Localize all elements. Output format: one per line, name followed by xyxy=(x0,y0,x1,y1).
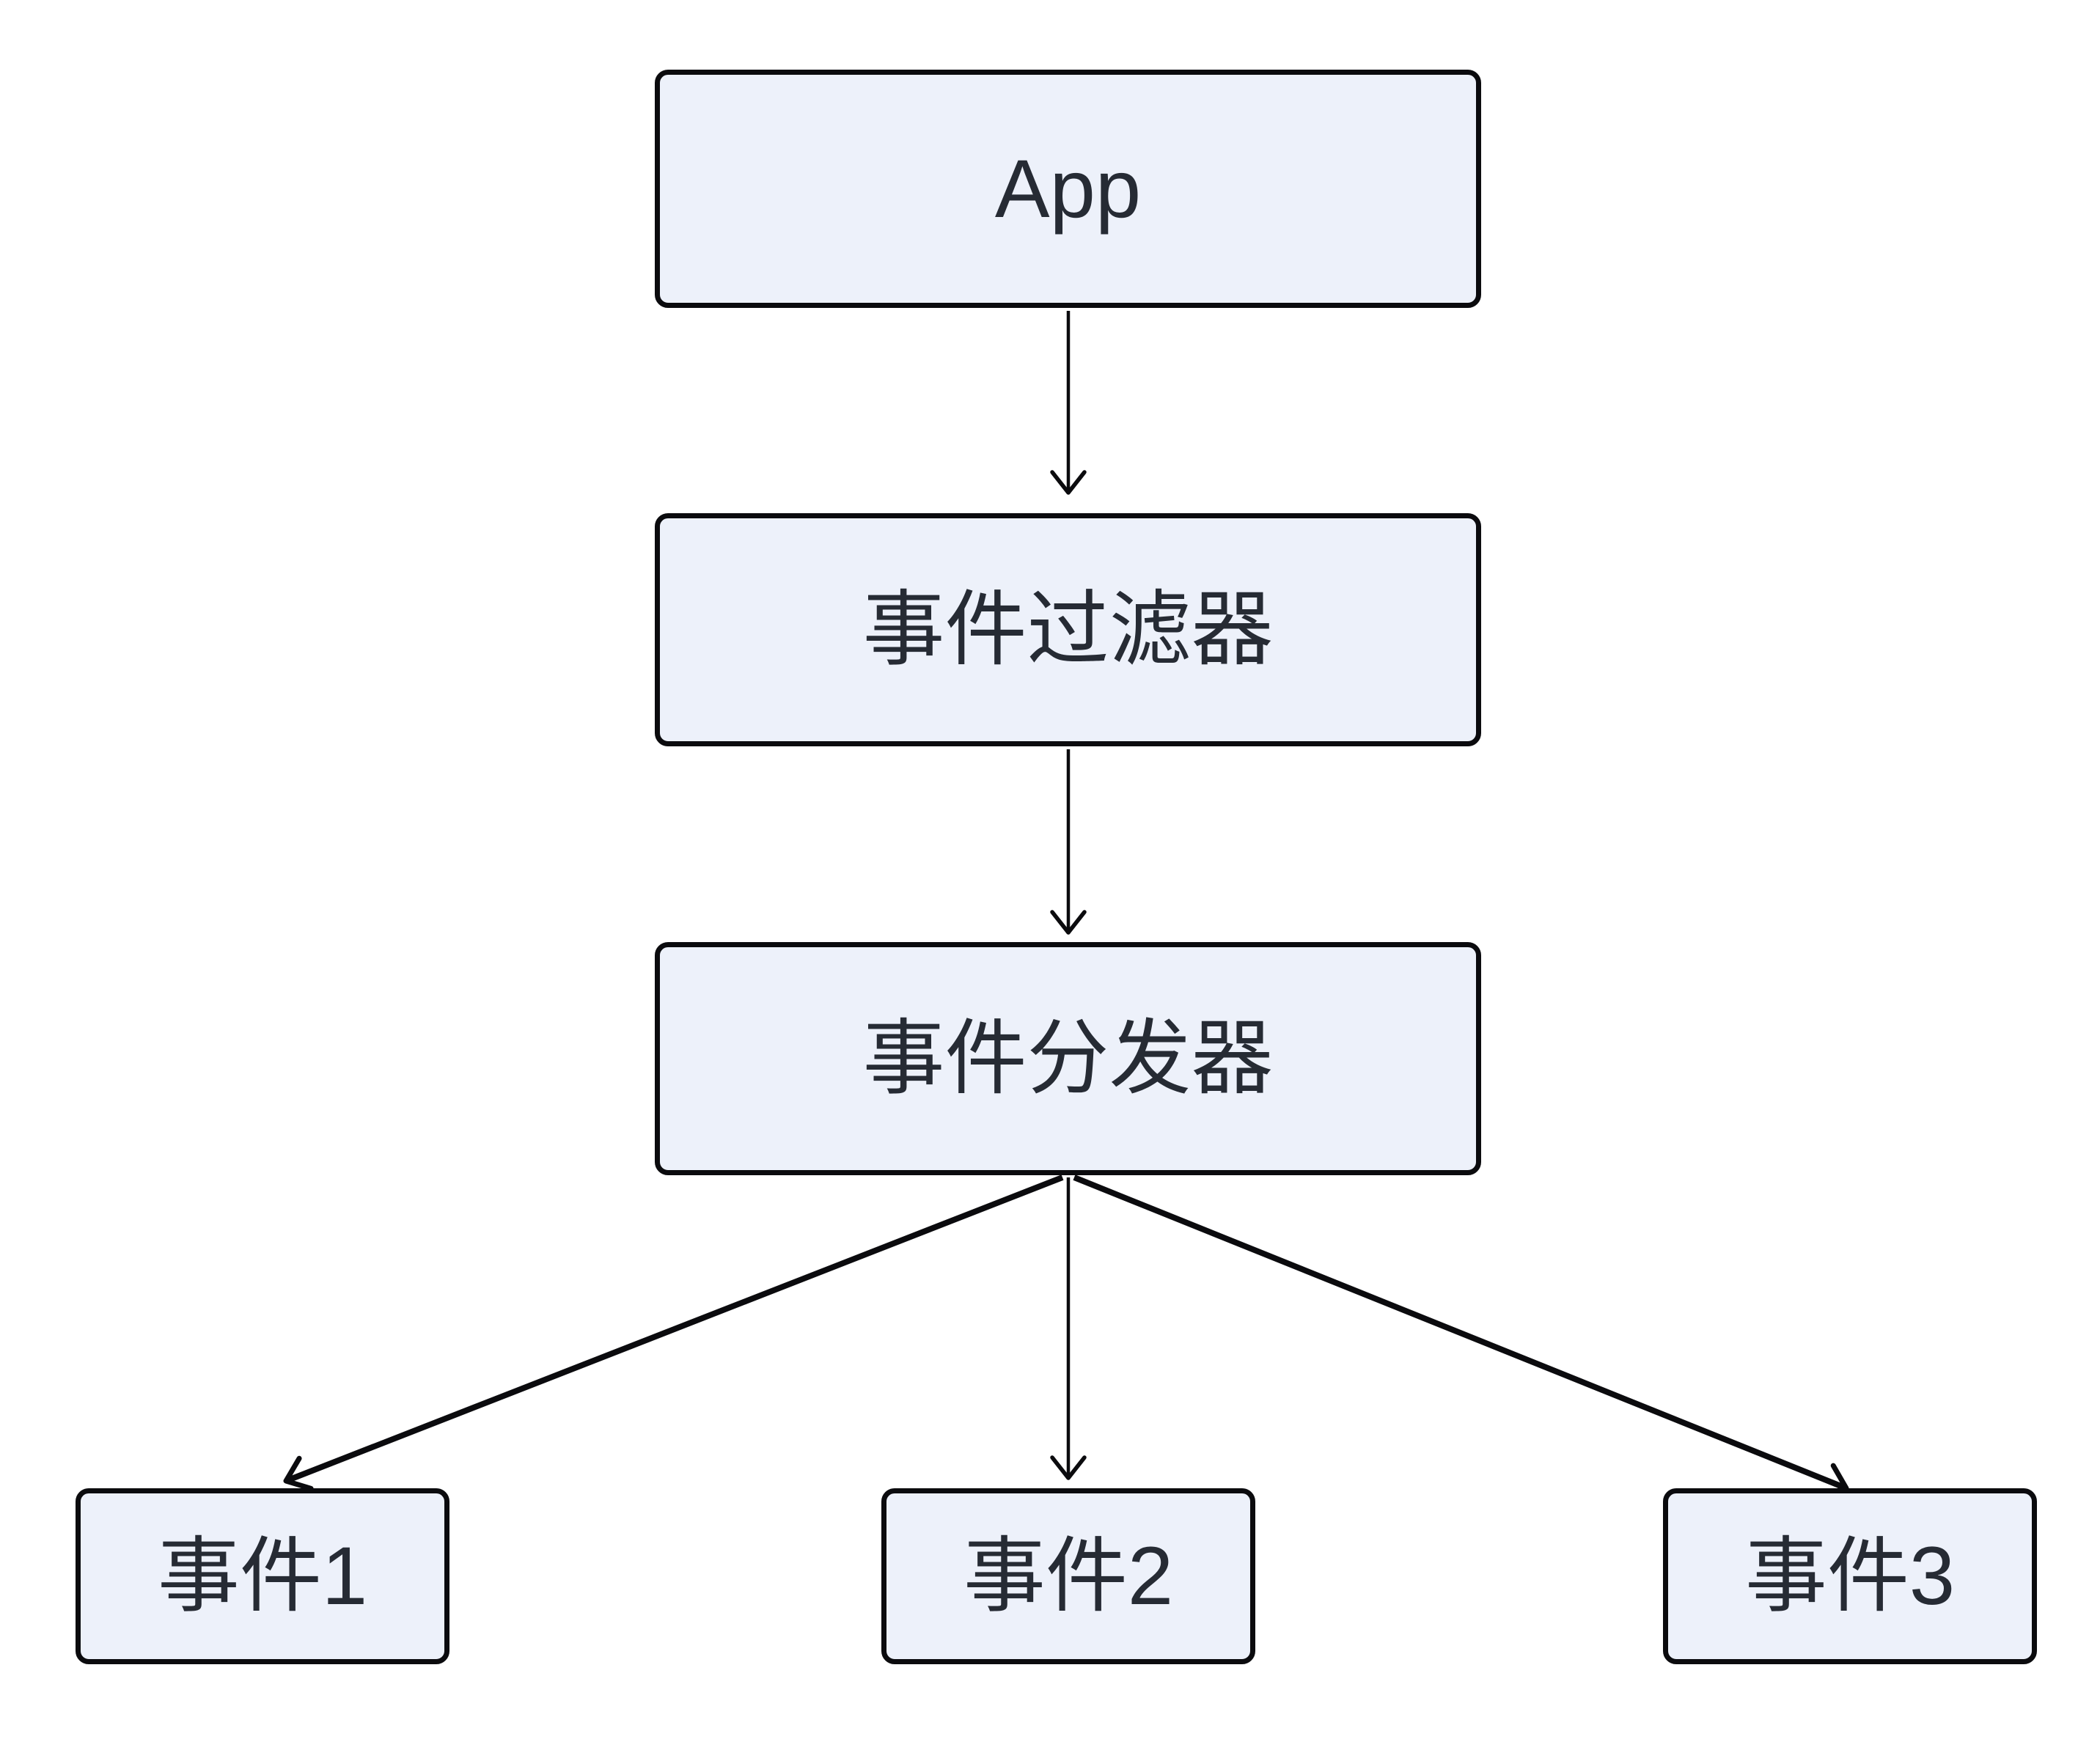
node-event-dispatcher-label: 事件分发器 xyxy=(862,1012,1274,1104)
node-event2-label: 事件2 xyxy=(963,1530,1174,1622)
edge-dispatcher-to-event1 xyxy=(283,1174,1064,1491)
node-event-filter-label: 事件过滤器 xyxy=(862,584,1274,675)
edge-dispatcher-to-event3 xyxy=(1073,1174,1849,1499)
node-event1-label: 事件1 xyxy=(157,1530,368,1622)
node-event2: 事件2 xyxy=(881,1488,1255,1664)
node-event-dispatcher: 事件分发器 xyxy=(655,942,1481,1175)
node-event1: 事件1 xyxy=(76,1488,449,1664)
node-event3-label: 事件3 xyxy=(1744,1530,1956,1622)
node-app-label: App xyxy=(994,142,1142,235)
node-event3: 事件3 xyxy=(1663,1488,2037,1664)
node-event-filter: 事件过滤器 xyxy=(655,513,1481,746)
node-app: App xyxy=(655,70,1481,308)
